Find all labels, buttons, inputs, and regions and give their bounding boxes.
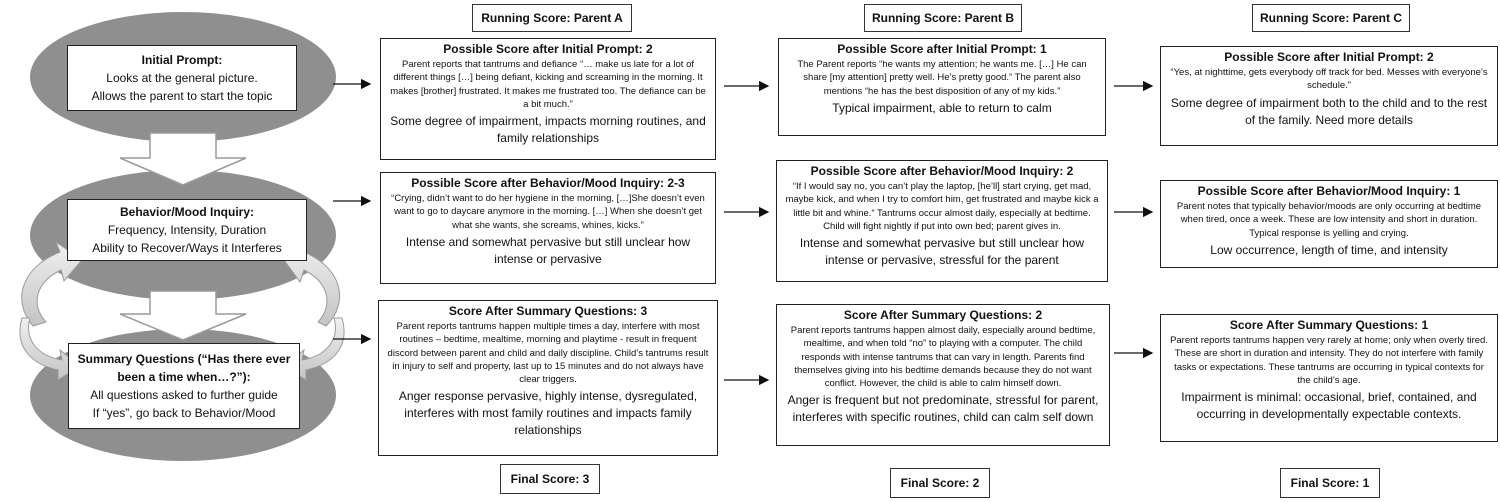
summary-questions-line1: All questions asked to further guide (90, 388, 278, 402)
parent-a-header: Running Score: Parent A (472, 4, 632, 32)
parent-b-initial-quote: The Parent reports “he wants my attentio… (797, 59, 1087, 97)
parent-b-summary-title: Score After Summary Questions: 2 (843, 308, 1043, 322)
parent-c-final-score: Final Score: 1 (1280, 468, 1380, 498)
behavior-inquiry-line2: Ability to Recover/Ways it Interferes (92, 241, 282, 255)
parent-b-final-score: Final Score: 2 (890, 468, 990, 498)
summary-questions-box: Summary Questions (“Has there ever been … (68, 343, 300, 429)
behavior-inquiry-title: Behavior/Mood Inquiry: (119, 205, 254, 219)
parent-b-initial-card: Possible Score after Initial Prompt: 1 T… (778, 38, 1106, 136)
parent-b-summary-summary: Anger is frequent but not predominate, s… (787, 393, 1099, 425)
parent-a-summary-title: Score After Summary Questions: 3 (448, 304, 648, 318)
down-arrow-2 (119, 290, 247, 341)
down-arrow-1 (119, 132, 247, 186)
parent-a-summary-summary: Anger response pervasive, highly intense… (398, 389, 698, 438)
summary-questions-title-2: been a time when…?”): (117, 370, 251, 384)
parent-a-initial-summary: Some degree of impairment, impacts morni… (390, 114, 706, 146)
parent-c-summary-quote: Parent reports tantrums happen very rare… (1170, 335, 1488, 386)
parent-a-behavior-quote: “Crying, didn’t want to do her hygiene i… (391, 193, 705, 231)
parent-a-initial-quote: Parent reports that tantrums and defianc… (390, 59, 706, 110)
parent-a-behavior-card: Possible Score after Behavior/Mood Inqui… (380, 172, 716, 284)
parent-b-initial-summary: Typical impairment, able to return to ca… (832, 100, 1052, 115)
summary-questions-title-1: Summary Questions (“Has there ever (77, 352, 291, 366)
parent-c-initial-summary: Some degree of impairment both to the ch… (1170, 95, 1488, 127)
parent-a-behavior-summary: Intense and somewhat pervasive but still… (405, 234, 691, 266)
parent-c-summary-card: Score After Summary Questions: 1 Parent … (1160, 314, 1498, 442)
parent-b-behavior-summary: Intense and somewhat pervasive but still… (799, 236, 1085, 268)
parent-c-behavior-quote: Parent notes that typically behavior/moo… (1176, 201, 1482, 239)
parent-b-summary-quote: Parent reports tantrums happen almost da… (790, 325, 1096, 390)
parent-a-behavior-title: Possible Score after Behavior/Mood Inqui… (411, 176, 685, 190)
parent-a-initial-card: Possible Score after Initial Prompt: 2 P… (380, 38, 716, 160)
parent-c-summary-summary: Impairment is minimal: occasional, brief… (1181, 390, 1477, 422)
parent-a-final-score: Final Score: 3 (500, 464, 600, 494)
behavior-inquiry-line1: Frequency, Intensity, Duration (107, 223, 267, 237)
parent-a-initial-title: Possible Score after Initial Prompt: 2 (443, 42, 653, 56)
parent-c-initial-quote: “Yes, at nighttime, gets everybody off t… (1170, 67, 1488, 92)
parent-a-summary-quote: Parent reports tantrums happen multiple … (387, 321, 709, 386)
initial-prompt-box: Initial Prompt: Looks at the general pic… (67, 45, 297, 111)
parent-b-behavior-title: Possible Score after Behavior/Mood Inqui… (810, 164, 1074, 178)
parent-b-header: Running Score: Parent B (864, 4, 1022, 32)
parent-c-behavior-card: Possible Score after Behavior/Mood Inqui… (1160, 180, 1498, 268)
parent-b-behavior-quote: “If I would say no, you can’t play the l… (785, 181, 1099, 232)
parent-c-behavior-summary: Low occurrence, length of time, and inte… (1210, 242, 1448, 257)
parent-b-behavior-card: Possible Score after Behavior/Mood Inqui… (776, 160, 1108, 282)
loop-arrow-left-lower (19, 317, 81, 381)
parent-c-header: Running Score: Parent C (1252, 4, 1410, 32)
initial-prompt-title: Initial Prompt: (141, 53, 223, 67)
initial-prompt-line2: Allows the parent to start the topic (91, 89, 273, 103)
summary-questions-line2: If “yes”, go back to Behavior/Mood (92, 406, 276, 420)
initial-prompt-line1: Looks at the general picture. (106, 71, 258, 85)
parent-b-summary-card: Score After Summary Questions: 2 Parent … (776, 304, 1110, 446)
parent-c-behavior-title: Possible Score after Behavior/Mood Inqui… (1197, 184, 1461, 198)
parent-a-summary-card: Score After Summary Questions: 3 Parent … (378, 300, 718, 456)
parent-c-initial-card: Possible Score after Initial Prompt: 2 “… (1160, 46, 1498, 146)
behavior-inquiry-box: Behavior/Mood Inquiry: Frequency, Intens… (67, 199, 307, 261)
parent-b-initial-title: Possible Score after Initial Prompt: 1 (837, 42, 1047, 56)
parent-c-initial-title: Possible Score after Initial Prompt: 2 (1224, 50, 1434, 64)
parent-c-summary-title: Score After Summary Questions: 1 (1229, 318, 1429, 332)
